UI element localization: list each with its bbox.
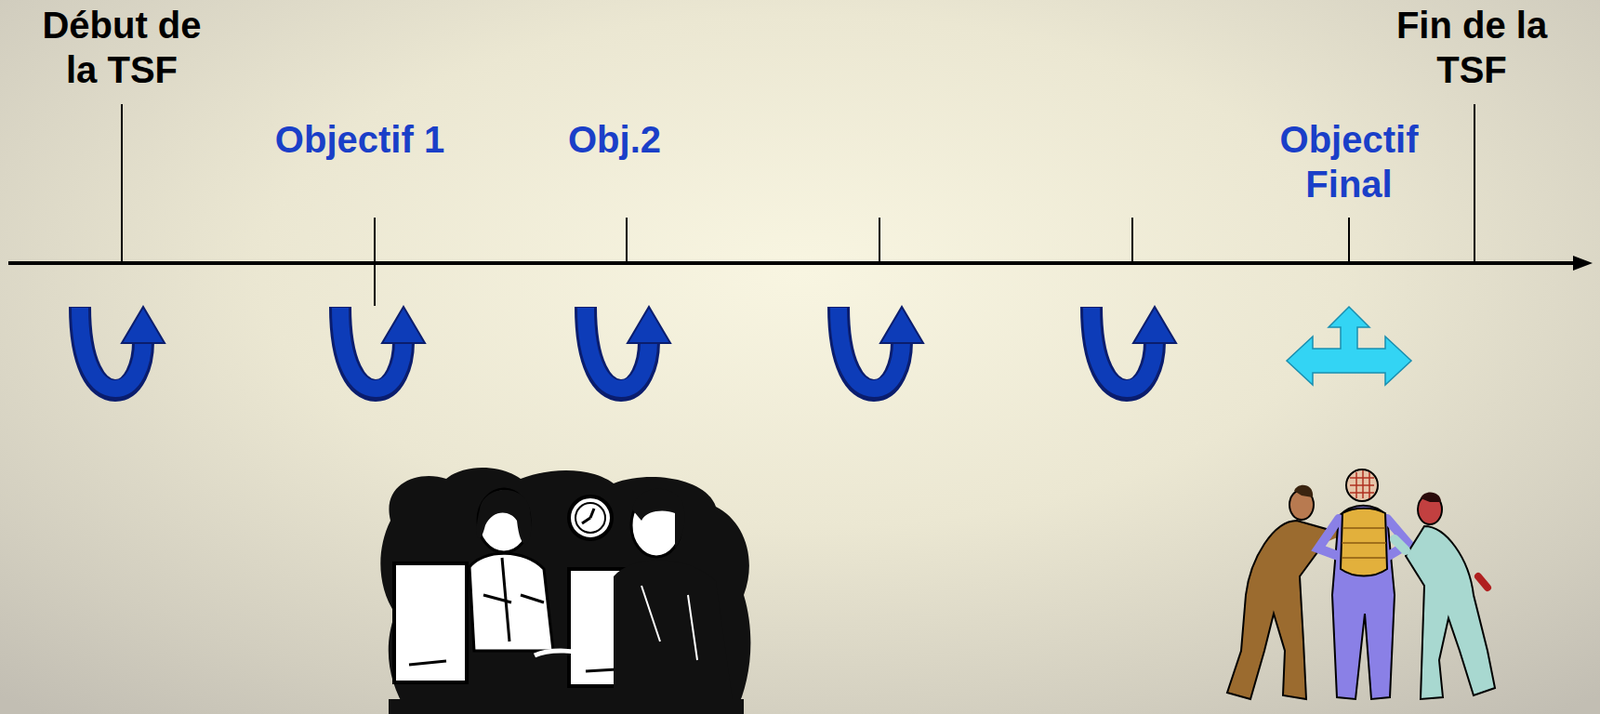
timeline-label: Objectif 1 bbox=[269, 117, 451, 162]
timeline-label: Obj.2 bbox=[524, 117, 706, 162]
uturn-arrow bbox=[838, 306, 924, 391]
uturn-arrow bbox=[1091, 306, 1177, 391]
uturn-arrow bbox=[79, 306, 165, 391]
uturn-arrow bbox=[585, 306, 671, 391]
three-way-arrow bbox=[1286, 306, 1412, 385]
tick-marks bbox=[121, 104, 1475, 306]
office-clipart bbox=[380, 467, 751, 714]
timeline-label: Objectif Final bbox=[1258, 117, 1441, 207]
umpire-clipart bbox=[1227, 469, 1495, 700]
timeline-label: Début de la TSF bbox=[31, 2, 213, 93]
uturn-arrow bbox=[340, 306, 425, 391]
timeline-label: Fin de la TSF bbox=[1381, 2, 1563, 93]
axis-arrowhead bbox=[1573, 255, 1593, 271]
time-axis bbox=[8, 261, 1581, 265]
